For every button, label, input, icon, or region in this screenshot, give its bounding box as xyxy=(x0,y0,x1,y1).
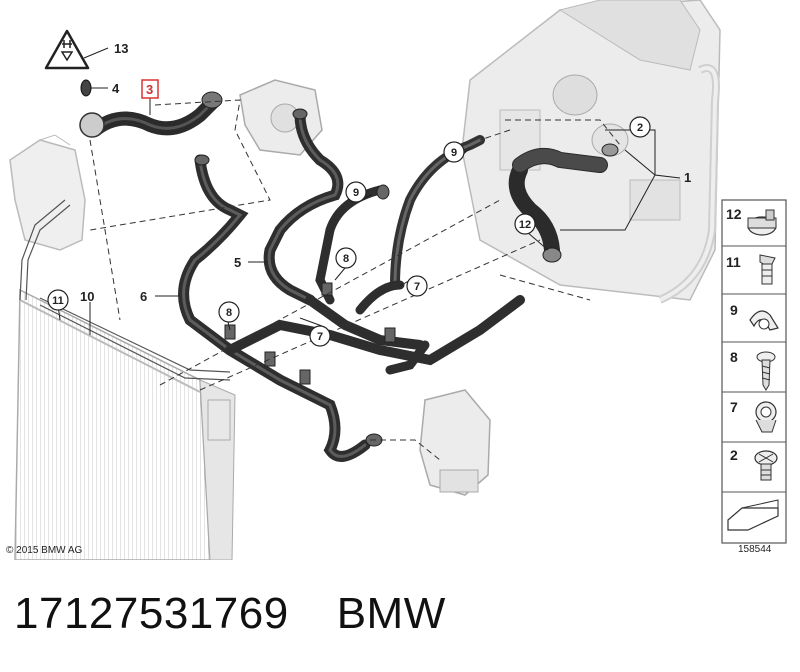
svg-text:2: 2 xyxy=(637,122,643,134)
callout-10: 10 xyxy=(80,289,94,304)
callout-6: 6 xyxy=(140,289,147,304)
part-number: 17127531769 xyxy=(14,589,289,638)
callout-5: 5 xyxy=(234,255,241,270)
parts-legend: 12 11 9 8 7 xyxy=(721,199,787,544)
dashed-leaders xyxy=(89,99,621,461)
engine-block xyxy=(461,0,721,304)
copyright: © 2015 BMW AG xyxy=(6,545,83,556)
legend-num-2: 2 xyxy=(730,447,738,463)
legend-num-11: 11 xyxy=(726,254,741,270)
legend-num-8: 8 xyxy=(730,349,738,365)
cooling-hoses-diagram: 13 4 3 1 5 6 10 11 9 9 8 8 7 7 12 2 xyxy=(6,0,787,560)
circled-callout-9-lower: 9 xyxy=(345,181,367,203)
expansion-tank xyxy=(9,134,86,251)
hose-clamp-icon xyxy=(747,209,777,236)
circled-callout-7-center: 7 xyxy=(309,325,331,347)
warning-triangle-icon xyxy=(44,29,90,70)
circled-callout-9-upper: 9 xyxy=(443,141,465,163)
circled-callout-11: 11 xyxy=(47,289,69,311)
callout-4: 4 xyxy=(112,81,120,96)
wedge-arrow-icon xyxy=(727,499,779,531)
footer: 17127531769 BMW xyxy=(14,584,794,644)
circled-callout-12: 12 xyxy=(514,213,536,235)
legend-num-7: 7 xyxy=(730,399,738,415)
hose-clip-icon xyxy=(755,401,777,433)
heater-valve xyxy=(419,389,491,496)
expanding-rivet-icon xyxy=(759,254,776,285)
callout-3: 3 xyxy=(146,82,153,97)
circled-callout-2: 2 xyxy=(629,116,651,138)
svg-text:7: 7 xyxy=(317,331,323,343)
legend-num-9: 9 xyxy=(730,302,738,318)
svg-text:9: 9 xyxy=(451,147,457,159)
circled-callout-8-lower: 8 xyxy=(218,301,240,323)
legend-num-12: 12 xyxy=(726,206,742,222)
svg-text:7: 7 xyxy=(414,281,420,293)
callout-13: 13 xyxy=(114,41,128,56)
callout-1: 1 xyxy=(684,170,691,185)
spring-clip-icon xyxy=(749,310,779,331)
svg-text:8: 8 xyxy=(226,307,232,319)
circled-callout-8-upper: 8 xyxy=(335,247,357,269)
svg-text:11: 11 xyxy=(52,295,64,307)
circled-callout-7-right: 7 xyxy=(406,275,428,297)
diagram-id: 158544 xyxy=(738,544,772,555)
radiator xyxy=(14,288,236,560)
svg-text:9: 9 xyxy=(353,187,359,199)
bleeder-screw-icon xyxy=(754,450,778,481)
brand: BMW xyxy=(336,589,446,638)
svg-text:12: 12 xyxy=(519,219,531,231)
svg-text:8: 8 xyxy=(343,253,349,265)
screw-icon xyxy=(756,351,776,391)
